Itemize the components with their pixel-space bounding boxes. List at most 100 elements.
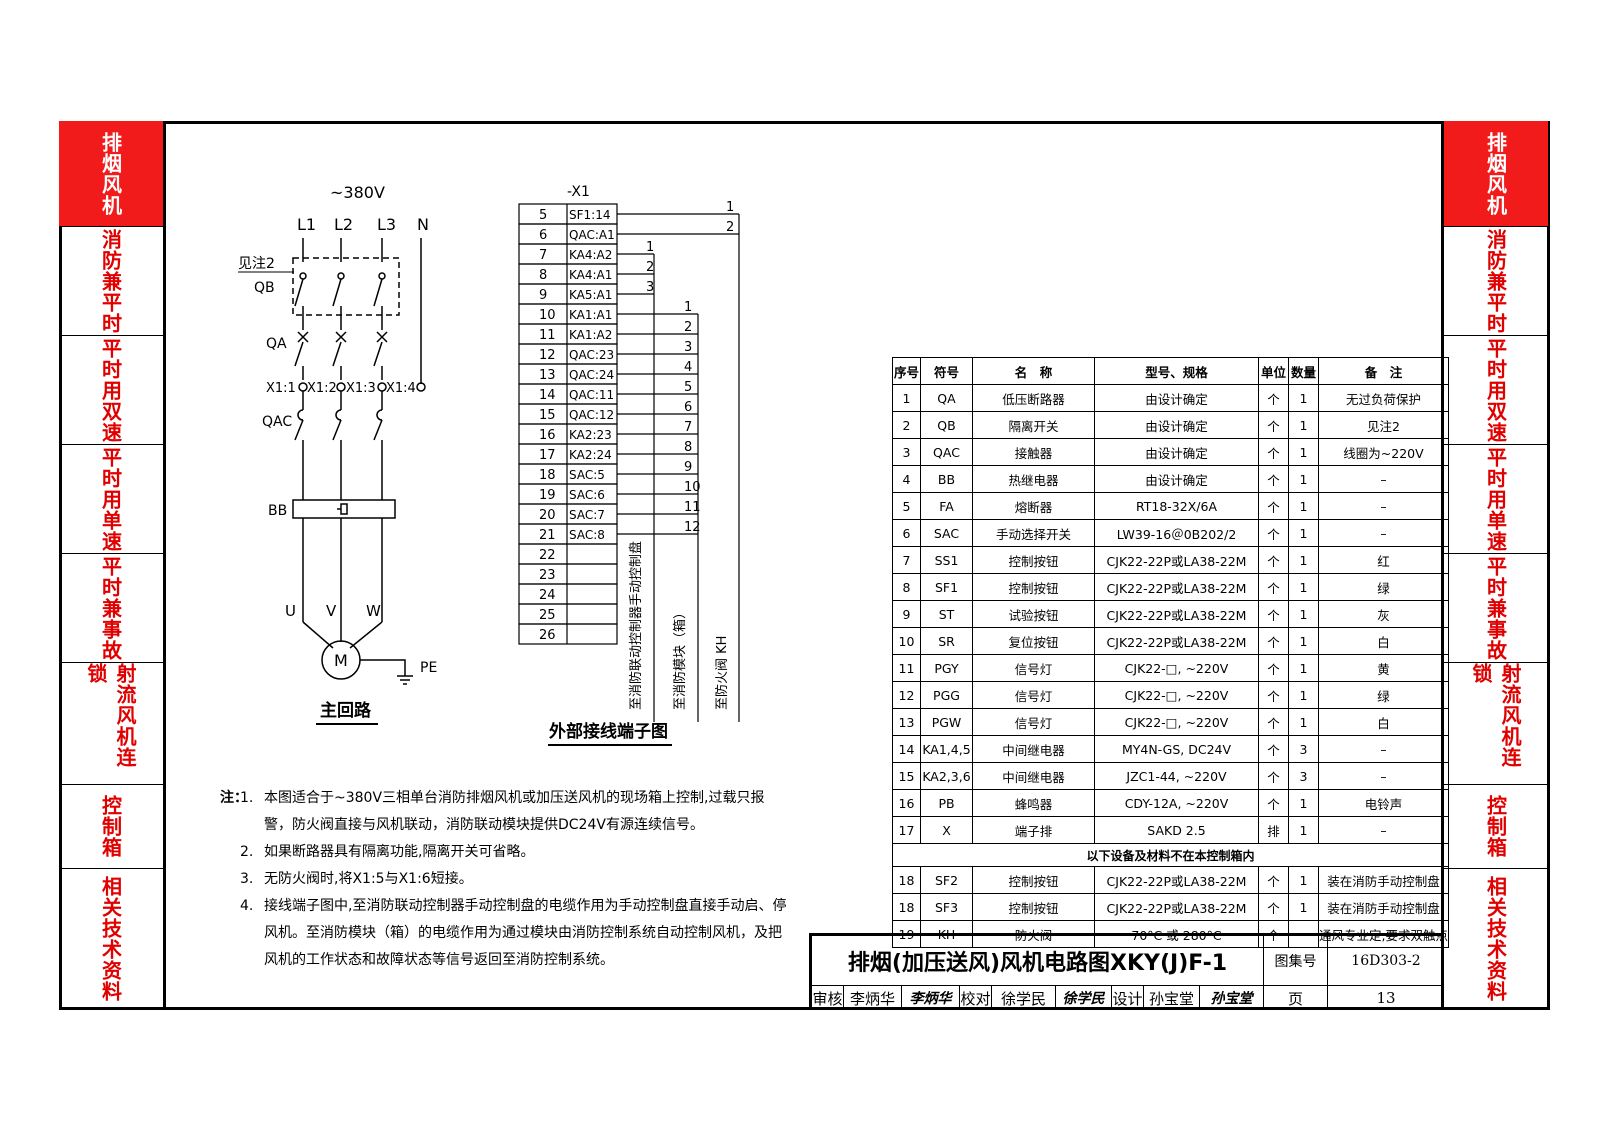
terminal-wire-label: SAC:6: [569, 488, 605, 502]
table-cell: 个: [1258, 789, 1289, 817]
table-cell: CJK22-22P或LA38-22M: [1094, 866, 1259, 894]
table-cell: X: [920, 816, 973, 844]
review-label: 审核: [812, 986, 844, 1010]
sidebar-item-label: 消防兼平时: [98, 228, 123, 334]
table-cell: 1: [1288, 438, 1319, 466]
table-cell: 个: [1258, 762, 1289, 790]
sidebar-item-4[interactable]: 平时兼事故: [1444, 554, 1548, 663]
sidebar-item-3[interactable]: 平时用单速: [1444, 445, 1548, 554]
table-cell: 个: [1258, 893, 1289, 921]
table-cell: 4: [892, 465, 921, 493]
motor-label: M: [334, 651, 348, 670]
table-cell: JZC1-44, ~220V: [1094, 762, 1259, 790]
note-number: 4.: [240, 898, 254, 914]
sidebar-item-label: 平时用单速: [1483, 446, 1508, 552]
wire-number: 1: [726, 200, 734, 215]
table-cell: SAKD 2.5: [1094, 816, 1259, 844]
notes-list: 1.本图适合于~380V三相单台消防排烟风机或加压送风机的现场箱上控制,过载只报…: [220, 785, 790, 974]
table-cell: 1: [1288, 600, 1319, 628]
sidebar-item-3[interactable]: 平时用单速: [59, 445, 163, 554]
motor-u-label: U: [285, 602, 296, 620]
table-cell: PGG: [920, 681, 973, 709]
terminal-number: 21: [539, 528, 556, 543]
terminal-wire-label: SAC:5: [569, 468, 605, 482]
terminal-wire-label: QAC:11: [569, 388, 614, 402]
table-cell: PGW: [920, 708, 973, 736]
sidebar-item-1[interactable]: 消防兼平时: [59, 227, 163, 336]
table-cell: 18: [892, 893, 921, 921]
table-cell: 1: [1288, 681, 1319, 709]
table-cell: 熔断器: [972, 492, 1095, 520]
table-cell: CJK22-□, ~220V: [1094, 708, 1259, 736]
terminal-number: 26: [539, 628, 556, 643]
table-cell: 由设计确定: [1094, 411, 1259, 439]
sidebar-item-5[interactable]: 射流风机连锁: [1444, 663, 1548, 785]
table-cell: 白: [1318, 627, 1449, 655]
motor-w-label: W: [366, 602, 381, 620]
supply-label: ~380V: [330, 183, 385, 202]
drawing-frame: [59, 121, 1550, 1010]
sidebar-item-7[interactable]: 相关技术资料: [59, 869, 163, 1010]
terminal-number: 14: [539, 388, 556, 403]
table-cell: 7: [892, 546, 921, 574]
sidebar-item-6[interactable]: 控制箱: [59, 785, 163, 869]
sidebar-item-1[interactable]: 消防兼平时: [1444, 227, 1548, 336]
table-cell: 18: [892, 866, 921, 894]
sidebar-item-label: 相关技术资料: [1483, 876, 1508, 1002]
table-cell: BB: [920, 465, 973, 493]
sidebar-item-4[interactable]: 平时兼事故: [59, 554, 163, 663]
phase-l2-label: L2: [334, 215, 353, 234]
table-cell: 控制按钮: [972, 573, 1095, 601]
table-cell: 蜂鸣器: [972, 789, 1095, 817]
terminal-number: 15: [539, 408, 556, 423]
column-header: 型号、规格: [1094, 357, 1259, 385]
table-cell: QAC: [920, 438, 973, 466]
sidebar-item-0[interactable]: 排烟风机: [59, 121, 163, 227]
terminal-number: 13: [539, 368, 556, 383]
checker-signature: 徐学民: [1056, 986, 1112, 1010]
qb-label: QB: [254, 280, 275, 296]
table-cell: 1: [1288, 519, 1319, 547]
terminal-wire-label: QAC:A1: [569, 228, 615, 242]
sidebar-item-label: 平时用双速: [1483, 337, 1508, 443]
table-cell: 3: [1288, 762, 1319, 790]
sidebar-item-5[interactable]: 射流风机连锁: [59, 663, 163, 785]
table-cell: 个: [1258, 411, 1289, 439]
terminal-x1-2: X1:2: [307, 381, 337, 396]
bb-label: BB: [268, 503, 287, 519]
sidebar-item-0[interactable]: 排烟风机: [1444, 121, 1548, 227]
cable-label-fire-module: 至消防模块（箱）: [672, 606, 688, 710]
sidebar-item-2[interactable]: 平时用双速: [59, 336, 163, 445]
table-cell: 12: [892, 681, 921, 709]
table-cell: 由设计确定: [1094, 465, 1259, 493]
terminal-wire-label: SF1:14: [569, 208, 610, 222]
wire-number: 12: [684, 520, 701, 535]
wire-number: 1: [646, 240, 654, 255]
table-cell: 1: [1288, 816, 1319, 844]
sidebar-item-7[interactable]: 相关技术资料: [1444, 869, 1548, 1010]
note-text: 如果断路器具有隔离功能,隔离开关可省略。: [264, 844, 535, 860]
sidebar-item-2[interactable]: 平时用双速: [1444, 336, 1548, 445]
atlas-number-label: 图集号: [1264, 936, 1328, 986]
sidebar-item-label: 平时兼事故: [1483, 555, 1508, 661]
table-cell: SF1: [920, 573, 973, 601]
table-cell: 端子排: [972, 816, 1095, 844]
table-cell: 复位按钮: [972, 627, 1095, 655]
table-cell: 控制按钮: [972, 866, 1095, 894]
table-cell: 黄: [1318, 654, 1449, 682]
sidebar-item-6[interactable]: 控制箱: [1444, 785, 1548, 869]
table-cell: 个: [1258, 573, 1289, 601]
table-cell: SR: [920, 627, 973, 655]
